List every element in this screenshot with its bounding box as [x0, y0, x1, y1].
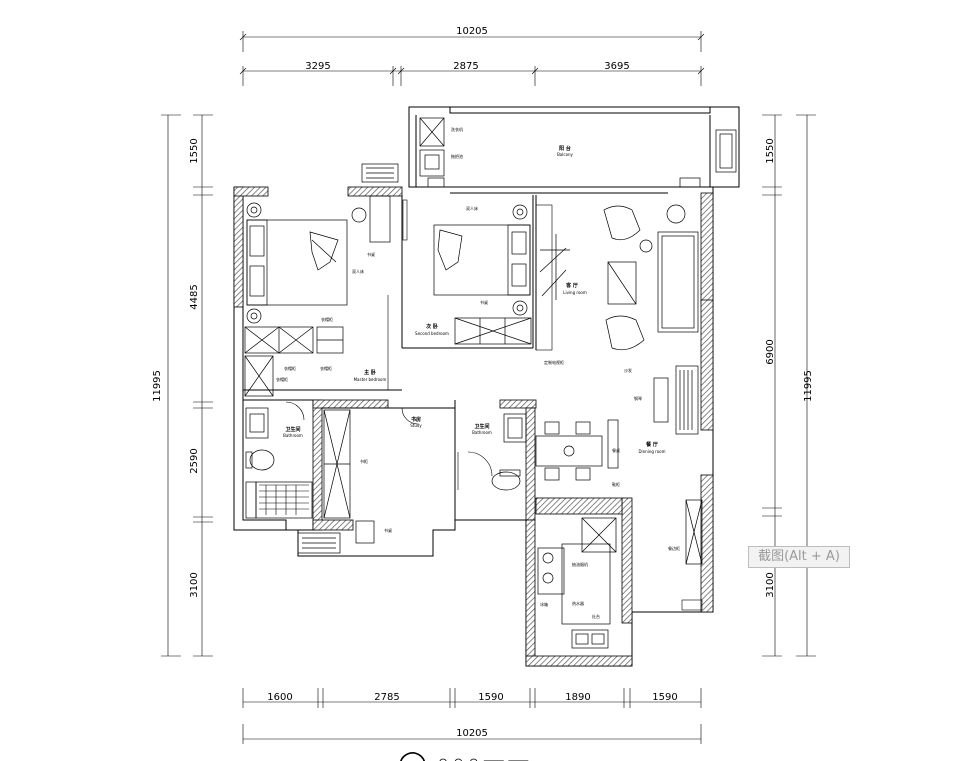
balcony-label: 阳 台	[559, 145, 571, 152]
balcony-en-label: Balcony	[557, 152, 573, 157]
living-room-en-label: Living room	[563, 290, 587, 295]
side-cabinet-label: 餐边柜	[668, 545, 680, 551]
wardrobe-c-label: 衣帽柜	[320, 365, 332, 371]
tv-cabinet-label: 定制电视柜	[544, 359, 564, 365]
range-hood-label: 抽油烟机	[572, 561, 588, 567]
bathroom-second: 卫生间 Bathroom	[457, 413, 527, 491]
second-bedroom-en-label: Second bedroom	[415, 331, 449, 336]
bottom-segment-3: 1590	[478, 692, 503, 703]
left-total-dimension: 11995	[152, 370, 163, 402]
study-desk-label: 书桌	[384, 527, 392, 533]
dining-room: 餐桌 餐 厅 Dinning room 鞋柜 餐边柜	[535, 419, 703, 611]
walls	[233, 106, 740, 667]
right-segment-2: 6900	[765, 339, 776, 364]
second-bedroom-label: 次 卧	[426, 323, 438, 330]
stove-label: 灶台	[592, 613, 600, 619]
living-room-label: 客 厅	[565, 282, 578, 289]
sofa-label: 沙发	[624, 367, 632, 373]
second-desk-label: 书桌	[480, 299, 488, 305]
wardrobe-d-label: 衣帽柜	[276, 376, 288, 382]
bathroom-main: 卫生间 Bathroom	[245, 401, 313, 519]
left-segment-2: 4485	[189, 284, 200, 309]
wardrobe-a-label: 衣帽柜	[321, 316, 333, 322]
top-total-dimension: 10205	[456, 26, 488, 37]
bottom-dimensions: 1600 2785 1590 1890 1590 10205	[242, 688, 702, 744]
kitchen: 抽油烟机 热水器 灶台 冰箱	[537, 517, 617, 649]
right-segment-3: 3100	[765, 572, 776, 597]
master-bedroom-en-label: Master bedroom	[354, 377, 387, 382]
shoe-cabinet-label: 鞋柜	[612, 481, 620, 487]
double-bed-1-label: 双人床	[352, 268, 364, 274]
master-bedroom-label: 主 卧	[364, 369, 376, 376]
living-room: 客 厅 Living room 定制电视柜 沙发 钢琴	[539, 204, 699, 435]
piano-label: 钢琴	[634, 395, 642, 401]
top-segment-1: 3295	[305, 61, 330, 72]
bathroom-second-label: 卫生间	[474, 423, 489, 430]
top-dimensions: 10205 3295 2875 3695	[239, 26, 705, 86]
left-dimensions: 11995 1550 4485 2590 3100	[152, 114, 213, 657]
drawing-title: ◯ ◦◦◦▭▭	[398, 749, 531, 761]
bathroom-second-en-label: Bathroom	[472, 430, 492, 435]
right-total-dimension: 11995	[803, 370, 814, 402]
master-desk-label: 书桌	[367, 251, 375, 257]
bottom-segment-2: 2785	[374, 692, 399, 703]
sink-basin-label: 拖把池	[451, 153, 463, 159]
water-heater-label: 热水器	[572, 600, 584, 606]
bookcase-label: 书柜	[360, 458, 368, 464]
top-segment-2: 2875	[453, 61, 478, 72]
master-bedroom: 书桌 双人床 衣帽柜 衣帽柜 衣帽柜 衣帽柜 主 卧 Master bedroo…	[244, 195, 391, 397]
left-segment-4: 3100	[189, 572, 200, 597]
double-bed-2-label: 双人床	[466, 205, 478, 211]
fridge-label: 冰箱	[540, 601, 548, 607]
dining-room-label: 餐 厅	[645, 441, 658, 448]
right-dimensions: 1550 6900 3100 11995	[762, 114, 816, 657]
dining-room-en-label: Dinning room	[638, 449, 665, 454]
dining-table-label: 餐桌	[612, 447, 620, 453]
bottom-segment-5: 1590	[652, 692, 677, 703]
balcony-area: 洗衣机 拖把池 阳 台 Balcony	[361, 117, 737, 188]
study-en-label: Study	[410, 423, 422, 428]
left-segment-1: 1550	[189, 138, 200, 163]
screenshot-tooltip: 截图(Alt + A)	[748, 546, 850, 568]
bottom-segment-4: 1890	[565, 692, 590, 703]
bottom-segment-1: 1600	[267, 692, 292, 703]
bathroom-main-label: 卫生间	[285, 426, 300, 433]
study-label: 书房	[411, 416, 421, 423]
washer-label: 洗衣机	[451, 126, 463, 132]
bottom-total-dimension: 10205	[456, 728, 488, 739]
left-segment-3: 2590	[189, 448, 200, 473]
right-segment-1: 1550	[765, 138, 776, 163]
second-bedroom: 双人床 书桌 次 卧 Second bedroom	[402, 199, 532, 345]
study: 书柜 书房 Study 书桌	[297, 407, 422, 554]
top-segment-3: 3695	[604, 61, 629, 72]
bathroom-main-en-label: Bathroom	[283, 433, 303, 438]
wardrobe-b-label: 衣帽柜	[284, 365, 296, 371]
